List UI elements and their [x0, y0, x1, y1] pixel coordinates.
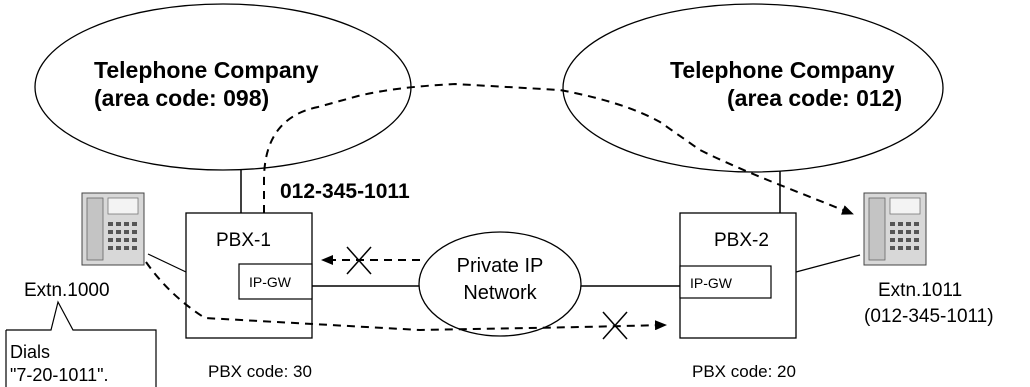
pbx1-code: PBX code: 30	[208, 362, 312, 381]
private-call-path	[145, 261, 667, 332]
ext1000-label: Extn.1000	[24, 280, 110, 301]
network-label-line1: Private IP	[457, 255, 544, 277]
telephone-icon	[81, 192, 145, 266]
pbx1-label: PBX-1	[216, 230, 271, 251]
ext1011-number: (012-345-1011)	[864, 306, 994, 327]
private-ip-network-ellipse	[418, 231, 582, 337]
ext1011-label: Extn.1011	[878, 280, 962, 301]
pbx2-label: PBX-2	[714, 230, 769, 251]
cross-mark-icon	[346, 246, 372, 275]
ext1000-line	[147, 253, 187, 273]
pbx1-ip-gateway	[238, 263, 313, 300]
pbx2-ip-gateway-label: IP-GW	[690, 275, 733, 291]
ext1011-line	[795, 254, 861, 273]
pbx2-code: PBX code: 20	[692, 362, 796, 381]
callout-line1: Dials	[10, 342, 50, 362]
cross-mark-icon	[602, 311, 628, 340]
dialed-number: 012-345-1011	[280, 180, 410, 203]
network-label-line2: Network	[463, 282, 537, 304]
telephone-icon	[863, 192, 927, 266]
telco-left-name: Telephone Company	[94, 57, 319, 83]
telco-right-name: Telephone Company	[670, 57, 895, 83]
pbx2-ip-gateway	[679, 265, 772, 299]
public-call-path	[263, 82, 854, 215]
telco-left-area-code: (area code: 098)	[94, 85, 269, 111]
telco-right-ellipse	[562, 3, 944, 173]
callout-bubble	[5, 300, 157, 387]
telco-right-area-code: (area code: 012)	[727, 85, 902, 111]
callout-line2: "7-20-1011".	[10, 365, 109, 385]
pbx1-ip-gateway-label: IP-GW	[249, 274, 292, 290]
